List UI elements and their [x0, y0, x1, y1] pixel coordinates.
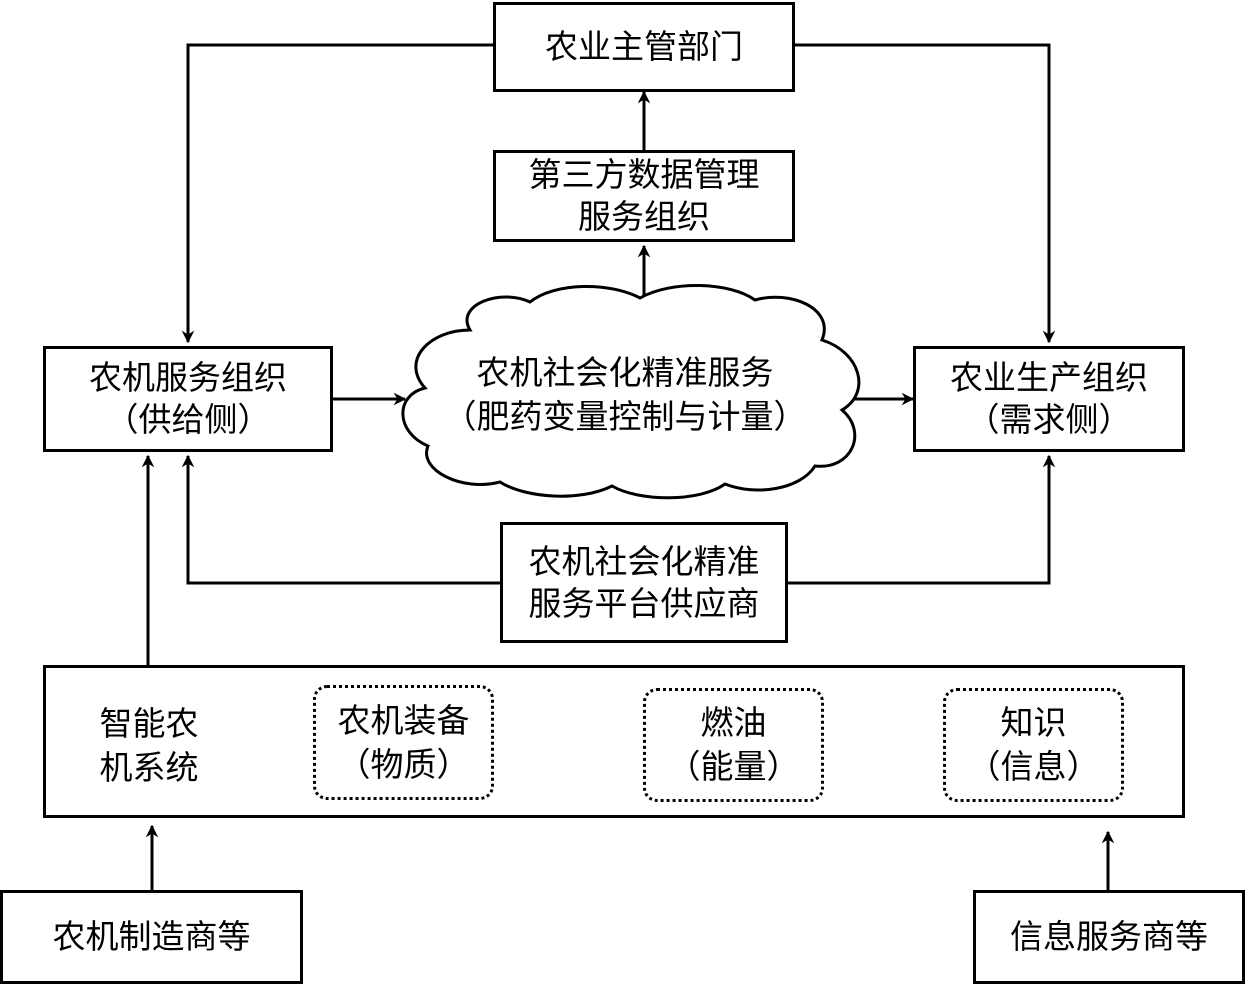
- manufacturer-label: 农机制造商等: [52, 917, 251, 956]
- info-provider-label: 信息服务商等: [1010, 917, 1208, 956]
- agri-authority-box: 农业主管部门: [493, 2, 795, 92]
- knowledge-info-group: 知识 （信息）: [943, 688, 1124, 802]
- agri-production-org-box: 农业生产组织 （需求侧）: [913, 346, 1185, 452]
- precision-service-label-line-2: （肥药变量控制与计量）: [443, 397, 807, 436]
- edge-authority-to-service-org: [181, 43, 493, 344]
- info-service-provider-box: 信息服务商等: [973, 890, 1245, 984]
- platform-supplier-label-line-1: 农机社会化精准: [528, 541, 760, 581]
- smart-system-label-line-1: 智能农: [99, 704, 199, 743]
- platform-supplier-label-line-2: 服务平台供应商: [528, 583, 760, 623]
- production-org-label-line-1: 农业生产组织: [950, 358, 1148, 397]
- edge-platform-to-production-org: [788, 454, 1056, 585]
- production-org-label-line-2: （需求侧）: [966, 400, 1132, 439]
- equipment-label-line-2: （物质）: [337, 744, 470, 784]
- agri-authority-label: 农业主管部门: [545, 27, 743, 66]
- knowledge-label-line-2: （信息）: [967, 747, 1100, 786]
- service-org-label-line-1: 农机服务组织: [89, 358, 287, 397]
- equipment-matter-group: 农机装备 （物质）: [313, 685, 494, 800]
- edge-authority-to-production-org: [795, 43, 1056, 344]
- equipment-label-line-1: 农机装备: [337, 700, 470, 740]
- fuel-label-line-1: 燃油: [700, 703, 767, 742]
- fuel-energy-group: 燃油 （能量）: [643, 688, 824, 802]
- edge-platform-to-service-org: [181, 454, 500, 585]
- fuel-label-line-2: （能量）: [667, 747, 800, 786]
- smart-system-label-line-2: 机系统: [99, 748, 199, 787]
- machinery-manufacturer-box: 农机制造商等: [0, 890, 303, 984]
- knowledge-label-line-1: 知识: [1000, 703, 1067, 742]
- third-party-label-line-2: 服务组织: [578, 197, 710, 236]
- third-party-label-line-1: 第三方数据管理: [528, 155, 760, 194]
- precision-service-cloud-text: 农机社会化精准服务 （肥药变量控制与计量）: [415, 345, 835, 445]
- machinery-service-org-box: 农机服务组织 （供给侧）: [43, 346, 333, 452]
- cloud-shape: [401, 284, 861, 500]
- precision-service-label-line-1: 农机社会化精准服务: [476, 353, 774, 392]
- service-org-label-line-2: （供给侧）: [105, 400, 271, 439]
- smart-system-label: 智能农 机系统: [80, 700, 218, 792]
- third-party-data-org-box: 第三方数据管理 服务组织: [493, 150, 795, 242]
- platform-supplier-box: 农机社会化精准 服务平台供应商: [500, 522, 788, 643]
